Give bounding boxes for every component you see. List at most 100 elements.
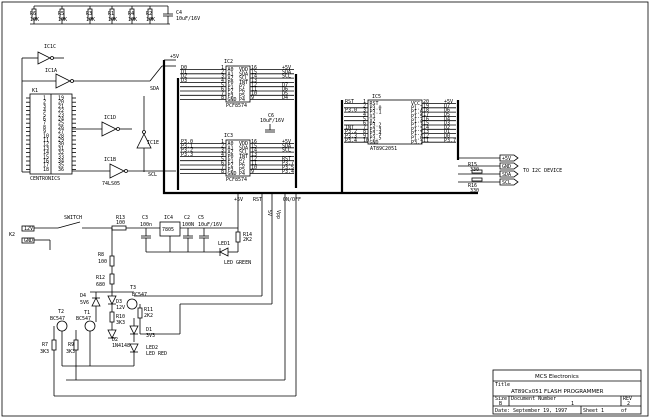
i2c-label: TO I2C DEVICE [523, 168, 562, 174]
connector-pin-left: 11 [43, 138, 49, 144]
connector-pin-right: 29 [58, 138, 64, 144]
ic-pin-name: GND [370, 140, 379, 146]
r8-value: 100 [98, 259, 107, 265]
ic-pin-name: P3.0 [370, 105, 382, 111]
ic-pin-name: P1.2 [411, 127, 423, 133]
ic-pin-number: 14 [251, 74, 257, 80]
connector-pin-right: 22 [58, 108, 64, 114]
ic-pin-net: D7 [282, 82, 288, 88]
connector-pin-left: 8 [43, 125, 46, 131]
t2-ref: T2 [58, 309, 64, 315]
r14-value: 2K2 [243, 237, 252, 243]
t1-value: BC547 [76, 316, 91, 322]
connector-pin-right: 36 [58, 167, 64, 173]
k2-12v-pin [21, 225, 35, 232]
ic-pin-name: P2 [228, 89, 234, 95]
connector-pin-left: 18 [43, 167, 49, 173]
title-block: MCS Electronics Title AT89Cx051 FLASH PR… [492, 369, 642, 415]
ic1e-ref: IC1E [147, 140, 159, 146]
i2c-net-name: GND [502, 164, 511, 170]
ic-pin-name: SCL [239, 76, 248, 82]
ic-pin-name: P7 [239, 158, 245, 164]
resistor-value: 10K [146, 17, 155, 23]
led2-value: LED RED [146, 351, 167, 357]
resistor-value: 10K [86, 17, 95, 23]
ic-pin-number: 13 [251, 78, 257, 84]
connector-pin-left: 7 [43, 121, 46, 127]
connector-pin-right: 21 [58, 104, 64, 110]
bus-plus5-label: +5V [170, 54, 179, 60]
r14-ref: R14 [243, 232, 252, 238]
ic3-pcf8574: IC3 PCF8574 A01P3.0A12P3.1A23P3.2P04P3.3… [180, 113, 294, 183]
r13-body [111, 225, 127, 231]
resistor-ref: R4 [128, 11, 134, 17]
ic-pin-number: 5 [221, 156, 224, 162]
ic-pin-name: P6 [239, 163, 245, 169]
ic-pin-number: 6 [221, 87, 224, 93]
ic-pin-number: 4 [363, 112, 366, 118]
ic-pin-name: VDD [239, 141, 248, 147]
ic-pin-name: A1 [228, 145, 234, 151]
ic-pin-number: 4 [221, 78, 224, 84]
ic-pin-net: D1 [181, 69, 187, 75]
vpp-label: Vpp [275, 210, 281, 219]
d2-ref: D2 [112, 337, 118, 343]
rev-value: 2 [627, 401, 630, 407]
ic4-ref: IC4 [164, 215, 173, 221]
t1-ref: T1 [84, 310, 90, 316]
ic1c-ref: IC1C [44, 44, 56, 50]
ic-pin-net: SCL [282, 148, 291, 154]
ic-pin-name: SDA [239, 145, 248, 151]
d3-value: 12V [116, 305, 125, 311]
ic3-ref: IC3 [224, 133, 233, 139]
ic-pin-name: P2 [228, 163, 234, 169]
company-name: MCS Electronics [535, 374, 579, 380]
ic-pin-name: SCL [239, 150, 248, 156]
ic-pin-number: 8 [221, 169, 224, 175]
connector-pin-left: 3 [43, 104, 46, 110]
connector-pin-right: 35 [58, 163, 64, 169]
ic-pin-net: D1 [444, 129, 450, 135]
ic5-part: AT89C2051 [370, 146, 397, 152]
c5-ref: C5 [198, 215, 204, 221]
size-value: B [499, 401, 502, 407]
connector-pin-left: 1 [43, 96, 46, 102]
r9-value: 3K3 [66, 349, 75, 355]
ic-pin-number: 11 [423, 138, 429, 144]
ic-pin-net: D0 [181, 65, 187, 71]
connector-pin-right: 24 [58, 117, 64, 123]
t3-ref: T3 [130, 285, 136, 291]
connector-pin-right: 27 [58, 129, 64, 135]
on-off-label: ON/OFF [283, 197, 301, 203]
ic-pin-number: 1 [221, 65, 224, 71]
ic-pin-net: SDA [282, 69, 291, 75]
sheet-value: 1 [601, 408, 604, 414]
ic-pin-name: P1 [228, 158, 234, 164]
ic-pin-name: P4 [239, 97, 245, 103]
ic-pin-number: 13 [251, 152, 257, 158]
r16-body [471, 177, 483, 182]
ic-pin-net: P3.3 [181, 152, 193, 158]
ic-pin-number: 13 [423, 129, 429, 135]
connector-pin-right: 25 [58, 121, 64, 127]
ic-pin-name: INT [239, 154, 248, 160]
connector-pin-right: 28 [58, 133, 64, 139]
ic-pin-name: A0 [228, 141, 234, 147]
led1-ref: LED1 [218, 241, 230, 247]
ic-pin-number: 12 [251, 156, 257, 162]
ic-pin-net: RST [345, 99, 354, 105]
r12-body [109, 273, 115, 285]
ic-pin-net: D3 [181, 78, 187, 84]
ic-pin-number: 6 [221, 161, 224, 167]
connector-pin-right: 23 [58, 112, 64, 118]
connector-name: CENTRONICS [30, 176, 60, 182]
d3-ref: D3 [116, 299, 122, 305]
led2-symbol [129, 343, 139, 353]
connector-pin-right: 26 [58, 125, 64, 131]
d4-ref: D4 [80, 293, 86, 299]
ic-pin-number: 3 [363, 108, 366, 114]
